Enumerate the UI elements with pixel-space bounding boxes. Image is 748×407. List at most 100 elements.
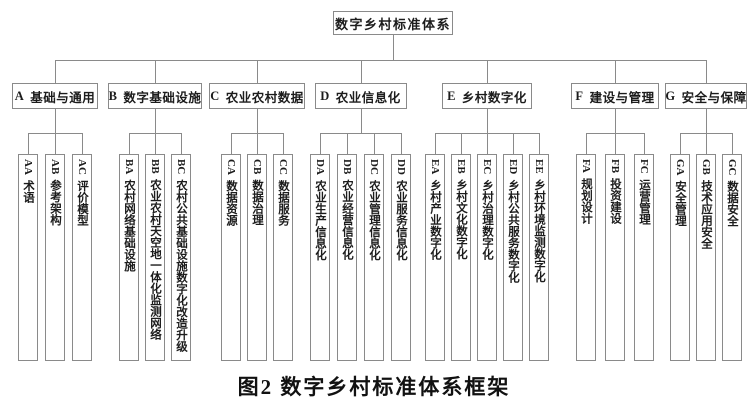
node-label: 评价模型: [76, 179, 88, 226]
connector-line: [706, 60, 707, 83]
node-label: 安全管理: [674, 180, 686, 227]
connector-line: [539, 133, 540, 154]
connector-line: [615, 109, 616, 133]
branch-code: F: [575, 88, 584, 103]
node-label: 数据资源: [225, 179, 237, 226]
node-bc: BC 农村公共基础设施数字化改造升级: [171, 154, 191, 361]
group-a: A 基础与通用 AA术语 AB参考架构 AC评价模型: [12, 83, 98, 361]
node-label: 乡村环境监测数字化: [533, 178, 545, 283]
connector-line: [320, 133, 321, 154]
connector-line: [680, 133, 732, 134]
connector-line: [586, 133, 587, 154]
group-e: E 乡村数字化 EA乡村产业数字化 EB乡村文化数字化 EC乡村治理数字化 ED…: [423, 83, 551, 361]
node-label: 参考架构: [49, 179, 61, 226]
connector-line: [55, 60, 706, 61]
node-code: ED: [507, 159, 519, 175]
node-label: 农业管理信息化: [368, 179, 380, 261]
group-b-children: BA农村网络基础设施 BB农业农村天空地一体化监测网络 BC农村公共基础设施数字…: [119, 154, 191, 361]
connector-line: [129, 133, 130, 154]
node-dd: DD农业服务信息化: [391, 154, 411, 361]
node-da: DA农业生产信息化: [310, 154, 330, 361]
node-ee: EE乡村环境监测数字化: [529, 154, 549, 361]
connector-line: [283, 133, 284, 154]
connector-line: [361, 109, 362, 133]
connector-line: [155, 133, 156, 154]
connector-line: [28, 133, 29, 154]
node-code: EA: [429, 159, 441, 175]
connector-line: [155, 60, 156, 83]
branch-label: 农业信息化: [335, 90, 401, 105]
branch-code: G: [665, 88, 676, 103]
branch-node-d: D 农业信息化: [314, 83, 407, 109]
group-c-children: CA 数据资源 CB 数据治理 CC 数据服务: [221, 154, 293, 361]
node-label: 数据安全: [726, 180, 738, 227]
connector-line: [257, 60, 258, 83]
branch-code: C: [210, 88, 220, 103]
connector-line: [435, 133, 436, 154]
branch-label: 基础与通用: [30, 90, 96, 105]
connector-line: [82, 133, 83, 154]
node-code: FA: [580, 159, 592, 173]
node-label: 投资建设: [609, 178, 621, 225]
node-label: 农村公共基础设施数字化改造升级: [175, 179, 187, 352]
branch-node-c: C 农业农村数据: [209, 83, 305, 109]
connector-line: [361, 60, 362, 83]
node-label: 规划设计: [580, 177, 592, 224]
node-code: AC: [76, 159, 88, 175]
node-code: CB: [251, 159, 263, 175]
node-code: AA: [22, 159, 34, 175]
node-cb: CB 数据治理: [247, 154, 267, 361]
branch-label: 农业农村数据: [225, 90, 304, 105]
node-fc: FC 运营管理: [634, 154, 654, 361]
node-ed: ED 乡村公共服务数字化: [503, 154, 523, 361]
connector-line: [586, 133, 644, 134]
node-fa: FA 规划设计: [576, 154, 596, 361]
group-g: G 安全与保障 GA安全管理 GB技术应用安全 GC数据安全: [665, 83, 747, 361]
connector-line: [55, 133, 56, 154]
node-db: DB农业经营信息化: [337, 154, 357, 361]
connector-line: [615, 133, 616, 154]
group-e-children: EA乡村产业数字化 EB乡村文化数字化 EC乡村治理数字化 ED乡村公共服务数字…: [425, 154, 549, 361]
node-label: 数据治理: [251, 179, 263, 226]
node-bb: BB农业农村天空地一体化监测网络: [145, 154, 165, 361]
connector-line: [732, 133, 733, 154]
connector-line: [401, 133, 402, 154]
branch-code: E: [447, 88, 456, 103]
connector-line: [487, 60, 488, 83]
node-ca: CA 数据资源: [221, 154, 241, 361]
node-ec: EC乡村治理数字化: [477, 154, 497, 361]
node-code: CA: [225, 159, 237, 175]
node-code: FC: [638, 159, 650, 174]
connector-line: [231, 133, 232, 154]
connector-line: [487, 133, 488, 154]
branch-label: 建设与管理: [589, 90, 655, 105]
node-code: AB: [49, 159, 61, 175]
node-code: GB: [700, 159, 712, 175]
connector-line: [615, 60, 616, 83]
node-label: 数据服务: [277, 179, 289, 226]
node-label: 乡村公共服务数字化: [507, 179, 519, 283]
node-code: BB: [149, 159, 161, 174]
connector-line: [347, 133, 348, 154]
connector-line: [680, 133, 681, 154]
connector-line: [461, 133, 462, 154]
node-ea: EA乡村产业数字化: [425, 154, 445, 361]
group-a-children: AA术语 AB参考架构 AC评价模型: [18, 154, 92, 361]
node-dc: DC农业管理信息化: [364, 154, 384, 361]
node-code: GA: [674, 159, 686, 176]
node-label: 农村网络基础设施: [123, 179, 135, 272]
figure-caption: 图2 数字乡村标准体系框架: [237, 375, 511, 399]
connector-line: [55, 60, 56, 83]
connector-line: [257, 109, 258, 133]
branch-code: D: [320, 88, 330, 103]
connector-line: [155, 109, 156, 133]
node-code: EB: [455, 159, 467, 174]
node-code: CC: [277, 159, 289, 175]
group-d: D 农业信息化 DA农业生产信息化 DB农业经营信息化 DC农业管理信息化 DD…: [310, 83, 411, 361]
connector-line: [706, 109, 707, 133]
connector-line: [393, 35, 394, 60]
root-node: 数字乡村标准体系: [333, 11, 453, 35]
node-label: 运营管理: [638, 178, 650, 225]
node-code: BC: [175, 159, 187, 175]
